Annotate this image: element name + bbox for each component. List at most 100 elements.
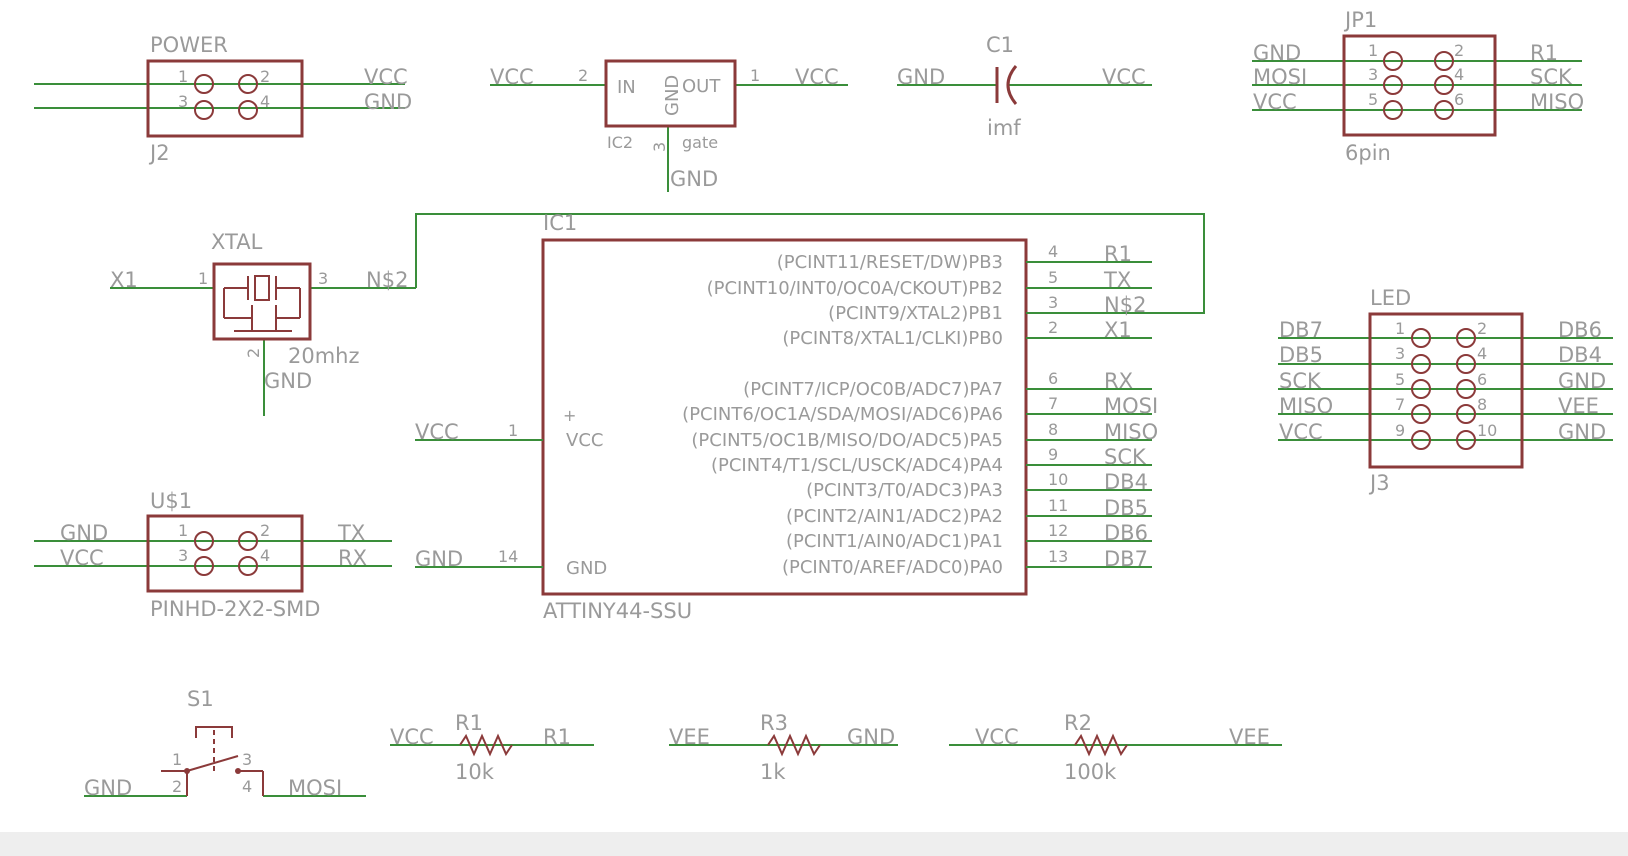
jp1-lpin-3: 5 <box>1368 90 1378 109</box>
led-left-net-5: VCC <box>1279 420 1323 444</box>
ic1-pin-label-12: (PCINT0/AREF/ADC0)PA0 <box>782 557 1003 578</box>
ic1-pin-label-11: (PCINT1/AIN0/ADC1)PA1 <box>786 531 1003 552</box>
s1-pin3: 3 <box>242 750 252 769</box>
power-pin4: 4 <box>260 92 270 111</box>
ic1-pin-label-7: (PCINT5/OC1B/MISO/DO/ADC5)PA5 <box>691 430 1003 451</box>
ic1-pin-net-4: X1 <box>1104 318 1132 342</box>
led-right-net-3: GND <box>1558 369 1606 393</box>
led-lpin-3: 5 <box>1395 370 1405 389</box>
power-pin2: 2 <box>260 67 270 86</box>
r2-right-net: VEE <box>1229 725 1270 749</box>
ic1-pin-net-1: R1 <box>1104 242 1132 266</box>
jp1-lpin-1: 1 <box>1368 41 1378 60</box>
cap-right-net: VCC <box>1102 65 1146 89</box>
s1-pin4: 4 <box>242 777 252 796</box>
resistor-r3[interactable]: R3 VEE GND 1k <box>669 711 898 784</box>
s1-ref: S1 <box>187 687 214 711</box>
ic1-pin-net-11: DB6 <box>1104 521 1148 545</box>
jp1-rpin-3: 6 <box>1454 90 1464 109</box>
r2-value: 100k <box>1064 760 1117 784</box>
xtal-value: 20mhz <box>288 344 360 368</box>
led-rpin-3: 6 <box>1477 370 1487 389</box>
ic1-pin-number-2: 5 <box>1048 268 1058 287</box>
ic1-vcc-label: VCC <box>566 430 603 451</box>
resistor-r1[interactable]: R1 VCC R1 10k <box>390 711 594 784</box>
xtal-pin2: 2 <box>244 348 263 358</box>
ic1-pin-label-10: (PCINT2/AIN1/ADC2)PA2 <box>786 506 1003 527</box>
u1-left-net-2: VCC <box>60 546 104 570</box>
reg-gnd-label: GND <box>662 75 683 116</box>
ic1-pin-label-5: (PCINT7/ICP/OC0B/ADC7)PA7 <box>743 379 1003 400</box>
ic1-pin-number-10: 11 <box>1048 496 1068 515</box>
jp1-ref: JP1 <box>1343 8 1377 32</box>
jp1-lpin-2: 3 <box>1368 65 1378 84</box>
r2-ref: R2 <box>1064 711 1092 735</box>
xtal-pin1: 1 <box>198 269 208 288</box>
ic1-vcc-pin: 1 <box>508 421 518 440</box>
led-rpin-4: 8 <box>1477 395 1487 414</box>
u1-right-net-2: RX <box>338 546 367 570</box>
ic1-pin-net-12: DB7 <box>1104 547 1148 571</box>
led-left-net-4: MISO <box>1279 394 1333 418</box>
power-connector-j2[interactable]: POWER J2 1 2 3 4 VCC GND <box>34 33 412 165</box>
crystal-xtal[interactable]: XTAL X1 1 3 N$2 2 20mhz GND <box>110 213 1205 416</box>
reg-out-pin: 1 <box>750 66 760 85</box>
led-right-net-4: VEE <box>1558 394 1599 418</box>
led-left-net-1: DB7 <box>1279 318 1323 342</box>
status-bar <box>0 832 1628 856</box>
led-name: LED <box>1370 286 1411 310</box>
header-u1[interactable]: U$1 PINHD-2X2-SMD GND VCC TX RX 1 3 2 4 <box>34 489 392 621</box>
jp1-value: 6pin <box>1345 141 1391 165</box>
xtal-right-net: N$2 <box>366 268 408 292</box>
led-connector-j3[interactable]: LED J3 DB7 DB5 SCK MISO VCC DB6 DB4 GND … <box>1278 286 1613 495</box>
ic1-pin-number-6: 7 <box>1048 394 1058 413</box>
ic1-pin-net-2: TX <box>1103 268 1131 292</box>
jp1-right-net-3: MISO <box>1530 90 1584 114</box>
s1-left-net: GND <box>84 776 132 800</box>
r3-right-net: GND <box>847 725 895 749</box>
ic1-plus: + <box>563 406 576 425</box>
ic1-pin-number-7: 8 <box>1048 420 1058 439</box>
jp1-left-net-1: GND <box>1253 41 1301 65</box>
xtal-gnd-net: GND <box>264 369 312 393</box>
reg-in-net: VCC <box>490 65 534 89</box>
r1-value: 10k <box>455 760 495 784</box>
u1-lpin-2: 3 <box>178 546 188 565</box>
u1-value: PINHD-2X2-SMD <box>150 597 320 621</box>
reg-in-pin: 2 <box>578 66 588 85</box>
led-right-net-5: GND <box>1558 420 1606 444</box>
reg-gate-label: gate <box>682 133 718 152</box>
power-ref: J2 <box>148 141 170 165</box>
switch-s1[interactable]: S1 GND MOSI 1 2 3 4 <box>84 687 366 800</box>
r3-value: 1k <box>760 760 786 784</box>
u1-left-net-1: GND <box>60 521 108 545</box>
ic1-value: ATTINY44-SSU <box>543 599 692 623</box>
ic1-pin-label-2: (PCINT10/INT0/OC0A/CKOUT)PB2 <box>707 278 1003 299</box>
resistor-r2[interactable]: R2 VCC VEE 100k <box>949 711 1282 784</box>
jp1-left-net-2: MOSI <box>1253 65 1307 89</box>
schematic-canvas: POWER J2 1 2 3 4 VCC GND VCC 2 IN OUT GN… <box>34 8 1613 800</box>
led-lpin-4: 7 <box>1395 395 1405 414</box>
s1-right-net: MOSI <box>288 776 342 800</box>
ic1-pin-number-9: 10 <box>1048 470 1068 489</box>
ic1-pin-label-8: (PCINT4/T1/SCL/USCK/ADC4)PA4 <box>711 455 1003 476</box>
power-pin1: 1 <box>178 67 188 86</box>
ic1-gnd-pin: 14 <box>498 547 518 566</box>
capacitor-c1[interactable]: C1 GND VCC imf <box>897 33 1152 140</box>
r1-right-net: R1 <box>543 725 571 749</box>
ic1-pin-label-3: (PCINT9/XTAL2)PB1 <box>828 303 1003 324</box>
r1-left-net: VCC <box>390 725 434 749</box>
regulator-ic2[interactable]: VCC 2 IN OUT GND 1 VCC IC2 3 gate GND <box>490 59 848 192</box>
cap-left-net: GND <box>897 65 945 89</box>
header-jp1[interactable]: JP1 6pin GND MOSI VCC R1 SCK MISO 1 3 5 … <box>1252 8 1584 165</box>
cap-value: imf <box>987 116 1021 140</box>
led-ref: J3 <box>1368 471 1390 495</box>
reg-gnd-net: GND <box>670 167 718 191</box>
ic1-pin-net-5: RX <box>1104 369 1133 393</box>
ic1-ref: IC1 <box>543 211 577 235</box>
s1-pin2: 2 <box>172 777 182 796</box>
r3-left-net: VEE <box>669 725 710 749</box>
power-pin3: 3 <box>178 92 188 111</box>
led-right-net-1: DB6 <box>1558 318 1602 342</box>
